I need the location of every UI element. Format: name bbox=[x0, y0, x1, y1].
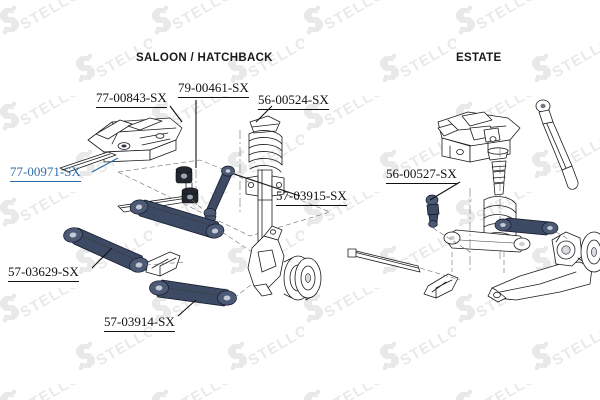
section-title-saloon: SALOON / HATCHBACK bbox=[136, 52, 273, 64]
part-label-57-03629-sx[interactable]: 57-03629-SX bbox=[8, 264, 79, 282]
part-label-56-00524-sx[interactable]: 56-00524-SX bbox=[258, 92, 329, 110]
section-title-estate: ESTATE bbox=[456, 52, 502, 64]
part-label-77-00843-sx[interactable]: 77-00843-SX bbox=[96, 90, 167, 108]
part-label-77-00971-sx[interactable]: 77-00971-SX bbox=[10, 164, 81, 182]
part-label-56-00527-sx[interactable]: 56-00527-SX bbox=[386, 166, 457, 184]
part-label-57-03914-sx[interactable]: 57-03914-SX bbox=[104, 314, 175, 332]
part-label-79-00461-sx[interactable]: 79-00461-SX bbox=[178, 80, 249, 98]
part-label-57-03915-sx[interactable]: 57-03915-SX bbox=[276, 188, 347, 206]
